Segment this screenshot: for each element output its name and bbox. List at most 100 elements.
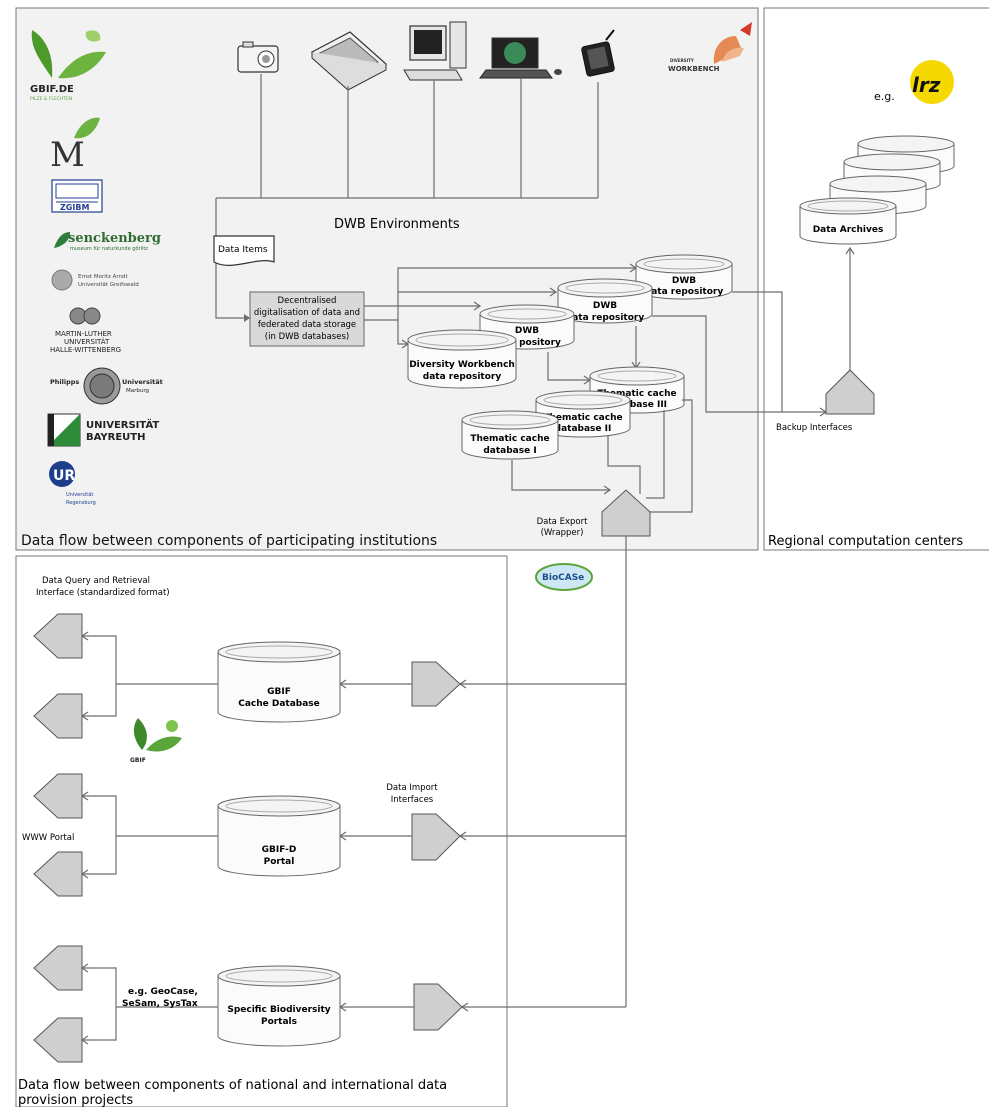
decentralised-line3: federated data storage <box>258 320 356 330</box>
workbench-big-text: WORKBENCH <box>668 65 720 73</box>
regensburg-line1: Universität <box>66 492 93 498</box>
marburg-right: Universität <box>122 378 163 386</box>
regional-panel <box>763 7 989 551</box>
thematic2-line2: database II <box>555 424 612 434</box>
data-archives-label: Data Archives <box>813 225 884 235</box>
backup-interfaces-label: Backup Interfaces <box>776 423 853 433</box>
gbif-d-line2: Portal <box>264 857 295 867</box>
workbench-small-text: DIVERSITY <box>670 58 694 63</box>
gbif-cache-database: GBIF Cache Database <box>217 641 341 723</box>
national-caption-line2: provision projects <box>18 1093 133 1107</box>
specific-portal-interface-2 <box>33 1017 83 1063</box>
specific-biodiversity-portals-database: Specific Biodiversity Portals <box>217 965 341 1047</box>
eg-portals-line2: SeSam, SysTax <box>122 999 198 1009</box>
halle-line2: UNIVERSITÄT <box>64 337 110 346</box>
www-portal-label: WWW Portal <box>22 833 74 843</box>
halle-line3: HALLE-WITTENBERG <box>50 346 121 354</box>
dwb-left-line2: pository <box>519 338 561 348</box>
import-interface-1 <box>411 661 461 707</box>
import-to-db-lines <box>340 683 414 1008</box>
thematic-cache-database-1: Thematic cache database I <box>461 410 559 460</box>
marburg-right2: Marburg <box>126 388 149 394</box>
data-export-wrapper: Data Export (Wrapper) <box>537 489 651 538</box>
cache-output-lines <box>82 635 218 1041</box>
camera-icon <box>237 41 279 73</box>
thematic-to-export-lines <box>511 399 693 513</box>
laptop-icon <box>479 37 562 79</box>
data-export-line1: Data Export <box>537 517 588 527</box>
diversity-workbench-logo: DIVERSITY WORKBENCH <box>668 22 752 73</box>
thematic3-line2: database III <box>607 400 667 410</box>
halle-logo: MARTIN-LUTHER UNIVERSITÄT HALLE-WITTENBE… <box>50 307 121 354</box>
specific-line1: Specific Biodiversity <box>227 1005 330 1015</box>
dwb-data-repository-top: DWB data repository <box>635 254 733 300</box>
eg-label: e.g. <box>874 90 895 103</box>
dwb-top-line1: DWB <box>672 276 696 286</box>
biocase-logo: BioCASe <box>535 563 593 591</box>
import-line1: Data Import <box>386 783 438 793</box>
desktop-computer-icon <box>403 21 467 81</box>
specific-line2: Portals <box>261 1017 297 1027</box>
dwb-top-line2: data repository <box>645 287 724 297</box>
import-line2: Interfaces <box>391 795 434 805</box>
gbif-text: GBIF <box>130 757 146 764</box>
greifswald-logo: Ernst Moritz Arndt Universität Greifswal… <box>51 269 139 291</box>
gbif-de-logo: GBIF.DE PILZE & FLECHTEN <box>30 30 106 102</box>
building-logo: ZGIBM <box>51 179 103 213</box>
thematic3-line1: Thematic cache <box>597 389 676 399</box>
query-interface-2 <box>33 693 83 739</box>
halle-line1: MARTIN-LUTHER <box>55 330 112 338</box>
query-interface-1 <box>33 613 83 659</box>
bayreuth-logo: UNIVERSITÄT BAYREUTH <box>47 413 159 447</box>
gbif-logo: GBIF <box>130 718 182 764</box>
gbif-de-text: GBIF.DE <box>30 84 74 95</box>
import-interface-3 <box>413 983 463 1031</box>
eg-portals-line1: e.g. GeoCase, <box>128 987 198 997</box>
institutions-panel <box>15 7 759 551</box>
svg-text:M: M <box>50 135 85 175</box>
senckenberg-subtext: museum für naturkunde görlitz <box>70 246 148 252</box>
diversity-workbench-repository: Diversity Workbench data repository <box>407 329 517 389</box>
specific-portal-interface-1 <box>33 945 83 991</box>
decentralised-box: Decentralised digitalisation of data and… <box>249 291 365 347</box>
data-export-line2: (Wrapper) <box>541 528 584 538</box>
bayreuth-line2: BAYREUTH <box>86 432 146 443</box>
www-portal-interface-2 <box>33 851 83 897</box>
backup-interfaces: Backup Interfaces <box>776 369 875 433</box>
dwb-data-repository-mid: DWB data repository <box>557 278 653 324</box>
data-items-label: Data Items <box>218 245 268 255</box>
gbif-d-line1: GBIF-D <box>262 845 297 855</box>
dwb-interconnect-lines <box>547 291 826 413</box>
greifswald-line2: Universität Greifswald <box>78 282 139 288</box>
regional-caption: Regional computation centers <box>768 534 963 549</box>
decentralised-line1: Decentralised <box>278 296 337 306</box>
senckenberg-text: senckenberg <box>68 231 161 246</box>
scanner-icon <box>310 31 388 91</box>
thematic-cache-database-2: Thematic cache database II <box>535 390 631 438</box>
device-bus-line <box>216 74 599 199</box>
m-leaf-logo: M <box>50 117 100 175</box>
regensburg-letters: UR <box>53 468 75 484</box>
national-caption-line1: Data flow between components of national… <box>18 1078 447 1093</box>
lrz-logo: lrz <box>910 60 954 104</box>
thematic1-line1: Thematic cache <box>470 434 549 444</box>
query-line1: Data Query and Retrieval <box>42 576 150 586</box>
import-interface-2 <box>411 813 461 861</box>
bayreuth-line1: UNIVERSITÄT <box>86 417 159 431</box>
decentralised-line2: digitalisation of data and <box>254 308 360 318</box>
dwb-left-line1: DWB <box>515 326 539 336</box>
decentralised-fanout-lines <box>364 267 636 345</box>
lrz-text: lrz <box>912 73 941 97</box>
dwb-environments-label: DWB Environments <box>334 217 460 232</box>
gbif-d-portal-database: GBIF-D Portal <box>217 795 341 877</box>
thematic2-line1: Thematic cache <box>543 413 622 423</box>
svg-text:ZGIBM: ZGIBM <box>60 203 89 212</box>
thematic1-line2: database I <box>483 446 536 456</box>
diversity-wb-line1: Diversity Workbench <box>409 360 515 370</box>
greifswald-line1: Ernst Moritz Arndt <box>78 274 128 280</box>
institutions-caption: Data flow between components of particip… <box>21 533 437 549</box>
senckenberg-logo: senckenberg museum für naturkunde görlit… <box>54 231 161 252</box>
marburg-left: Philipps <box>50 378 79 386</box>
export-trunk-line <box>460 536 627 1008</box>
data-items-document: Data Items <box>213 235 275 266</box>
